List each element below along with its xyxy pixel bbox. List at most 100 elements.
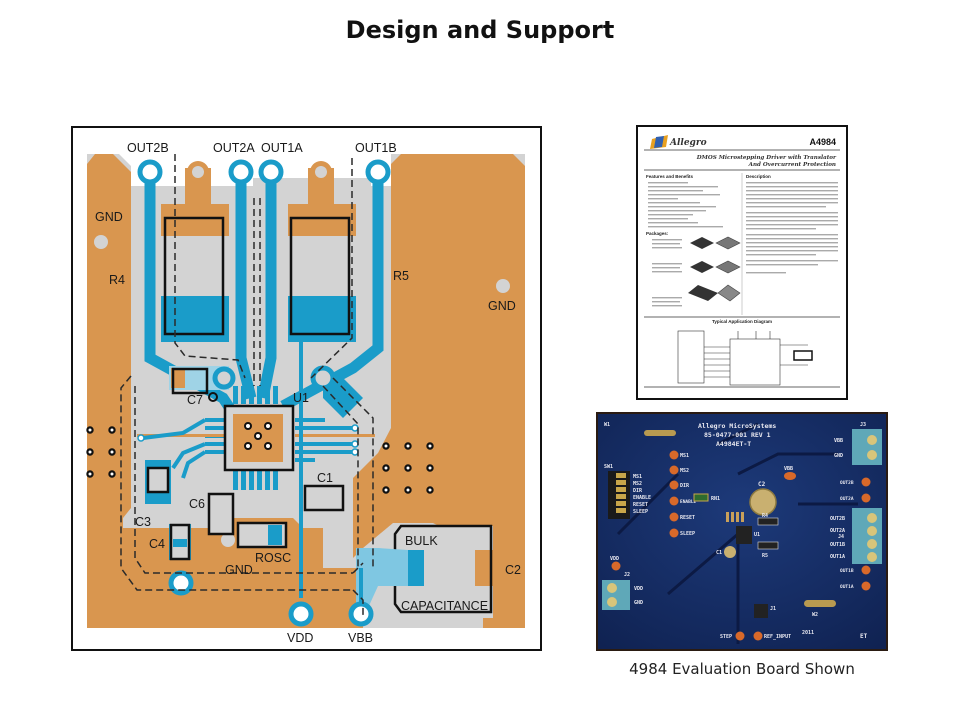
r5-resistor: [757, 541, 779, 550]
test-point[interactable]: [669, 512, 679, 522]
label-bulk: BULK: [405, 534, 438, 548]
tp-label: OUT1B: [840, 568, 854, 574]
sw1-dip-switch[interactable]: [608, 471, 630, 519]
label-c3: C3: [135, 515, 151, 529]
label-c2: C2: [505, 563, 521, 577]
rn1-resistor-network: [693, 493, 709, 502]
label-u1: U1: [293, 391, 309, 405]
j2-screw: [607, 597, 617, 607]
test-point[interactable]: [861, 493, 871, 503]
j3-terminal-block[interactable]: [852, 429, 882, 465]
j4-pin-label: OUT2B: [830, 516, 845, 522]
via-grid-right: [382, 442, 434, 494]
via-hole-right: [315, 166, 327, 178]
u1-chip: [736, 526, 752, 544]
evaluation-board-svg: Allegro MicroSystems 85-0477-001 REV 1 A…: [598, 414, 886, 649]
vbb-tp-label: VBB: [784, 466, 793, 472]
vbb-ring: [348, 601, 374, 627]
r4-upper-pad: [161, 204, 229, 236]
top-connector-rings: [137, 159, 391, 185]
c6-outline: [207, 492, 235, 536]
board-silk-line2: 85-0477-001 REV 1: [704, 431, 771, 439]
year-mark: 2011: [802, 630, 814, 636]
r4-outline: [163, 216, 225, 336]
j4-screw: [867, 539, 877, 549]
label-gnd-left: GND: [95, 210, 123, 224]
j4-label: J4: [838, 534, 844, 540]
test-point[interactable]: [669, 480, 679, 490]
label-rosc: ROSC: [255, 551, 291, 565]
tp-label: RESET: [680, 515, 695, 521]
bulk-cap-area: [393, 526, 493, 618]
sw1-pin-label: RESET: [633, 502, 648, 508]
vbb-test-point[interactable]: [784, 472, 796, 480]
bulk-cap-pad-blue: [406, 550, 424, 586]
datasheet-heading-1: DMOS Microstepping Driver with Translato…: [696, 155, 837, 161]
test-point[interactable]: [669, 496, 679, 506]
u1-left-copper-trace: [137, 434, 227, 437]
application-diagram: [677, 330, 808, 386]
tp-label: SLEEP: [680, 531, 695, 537]
out2b-ring: [137, 159, 163, 185]
test-point[interactable]: [861, 581, 871, 591]
gnd-hole-bottom: [221, 533, 235, 547]
test-point[interactable]: [861, 565, 871, 575]
ref-tp-label: REF_INPUT: [764, 634, 791, 640]
rn1-label: RN1: [711, 496, 720, 502]
page-title: Design and Support: [345, 16, 615, 44]
ref-input-test-point[interactable]: [753, 631, 763, 641]
test-point[interactable]: [669, 465, 679, 475]
gnd-pour-right: [353, 154, 525, 628]
vbb-trace-upper: [323, 378, 363, 418]
j4-terminal-block[interactable]: [852, 508, 882, 564]
evaluation-board-caption: 4984 Evaluation Board Shown: [629, 660, 855, 678]
tp-label: OUT2A: [840, 496, 854, 502]
test-point[interactable]: [861, 477, 871, 487]
bulk-cap-pad-orange: [475, 550, 493, 586]
datasheet-svg: Allegro A4984 DMOS Microstepping Driver …: [644, 135, 840, 388]
w1-jumper: [644, 430, 676, 436]
c3-outline: [146, 466, 170, 494]
trace-out1a: [257, 172, 277, 400]
j3-screw: [867, 450, 877, 460]
board-silk-line1: Allegro MicroSystems: [698, 422, 776, 430]
via-grid-left: [86, 426, 116, 478]
u1-pins: [205, 386, 335, 490]
c1-capacitor: [724, 546, 736, 558]
label-c4: C4: [149, 537, 165, 551]
j2-terminal-block[interactable]: [602, 580, 630, 610]
allegro-logo-stripe: [654, 136, 664, 148]
j3-label: J3: [860, 422, 866, 428]
j1-label: J1: [770, 606, 776, 612]
c7-marker: [208, 392, 218, 402]
test-point[interactable]: [669, 450, 679, 460]
vbb-trace-lower: [356, 548, 408, 608]
w2-jumper: [804, 600, 836, 607]
label-out2a: OUT2A: [213, 141, 255, 155]
tp-label: MS1: [680, 453, 689, 459]
datasheet-thumbnail[interactable]: Allegro A4984 DMOS Microstepping Driver …: [636, 125, 848, 400]
c1-label: C1: [716, 550, 722, 556]
u1-ic: [137, 386, 375, 490]
j4-pin-label: OUT1B: [830, 542, 845, 548]
j4-screw: [867, 526, 877, 536]
j4-screw: [867, 513, 877, 523]
step-test-point[interactable]: [735, 631, 745, 641]
r5-body: [288, 236, 356, 296]
test-points-left: MS1 MS2 DIR ENABLE RESET SLEEP: [669, 450, 697, 538]
j1-jumper-header[interactable]: [754, 604, 768, 618]
gnd-pour-left: [87, 154, 363, 628]
j3-pin-label: GND: [834, 453, 843, 459]
j4-screw: [867, 552, 877, 562]
vdd-test-point[interactable]: [611, 561, 621, 571]
c1-outline: [303, 484, 345, 512]
tp-label: OUT2B: [840, 480, 854, 486]
u1-label: U1: [754, 532, 760, 538]
bottom-connector-rings: [168, 570, 374, 627]
c7-end: [171, 368, 185, 388]
tp-label: DIR: [680, 483, 690, 489]
datasheet-part-number: A4984: [809, 137, 836, 147]
test-point[interactable]: [669, 528, 679, 538]
label-vdd: VDD: [287, 631, 313, 645]
label-r5: R5: [393, 269, 409, 283]
